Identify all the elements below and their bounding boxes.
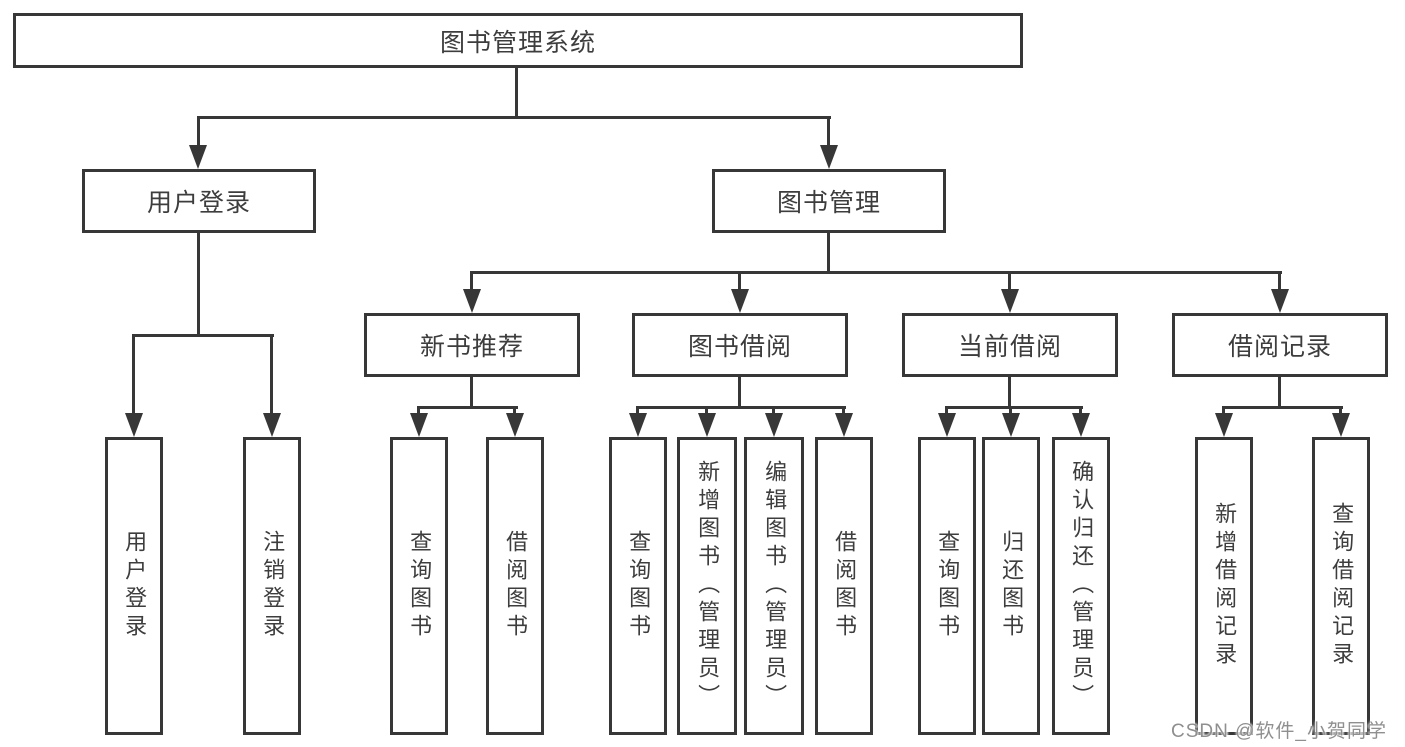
connector-line <box>417 406 518 409</box>
connector-line <box>1009 406 1012 415</box>
connector-line <box>270 334 273 416</box>
connector-line <box>827 233 830 274</box>
arrow-down-icon <box>698 413 716 437</box>
connector-line <box>945 406 1083 409</box>
arrow-down-icon <box>410 413 428 437</box>
arrow-down-icon <box>1215 413 1233 437</box>
leaf-query-books-borrowing: 查询图书 <box>609 437 667 735</box>
arrow-down-icon <box>938 413 956 437</box>
node-book-management: 图书管理 <box>712 169 946 233</box>
leaf-confirm-return-admin: 确认归还（管理员） <box>1052 437 1110 735</box>
watermark: CSDN @软件_小贺同学 <box>1171 721 1387 742</box>
arrow-down-icon <box>765 413 783 437</box>
connector-line <box>1278 271 1281 291</box>
connector-line <box>515 68 518 118</box>
leaf-label: 确认归还（管理员） <box>1069 460 1095 712</box>
connector-line <box>1278 376 1281 409</box>
arrow-down-icon <box>1271 289 1289 313</box>
connector-line <box>513 406 516 415</box>
node-borrowing-records: 借阅记录 <box>1172 313 1388 377</box>
arrow-down-icon <box>1072 413 1090 437</box>
leaf-query-borrow-record: 查询借阅记录 <box>1312 437 1370 735</box>
connector-line <box>772 406 775 415</box>
connector-line <box>197 116 200 148</box>
arrow-down-icon <box>731 289 749 313</box>
connector-line <box>470 271 473 291</box>
node-label: 图书管理 <box>776 189 881 217</box>
arrow-down-icon <box>506 413 524 437</box>
leaf-label: 查询借阅记录 <box>1329 502 1355 670</box>
leaf-label: 借阅图书 <box>832 530 858 642</box>
leaf-logout: 注销登录 <box>243 437 301 735</box>
leaf-query-books-current: 查询图书 <box>918 437 976 735</box>
connector-line <box>132 334 274 337</box>
connector-line <box>1008 271 1011 291</box>
node-label: 图书管理系统 <box>439 28 596 57</box>
leaf-add-borrow-record: 新增借阅记录 <box>1195 437 1253 735</box>
leaf-add-book-admin: 新增图书（管理员） <box>677 437 737 735</box>
connector-line <box>470 376 473 409</box>
arrow-down-icon <box>125 413 143 437</box>
connector-line <box>417 406 420 415</box>
arrow-down-icon <box>1332 413 1350 437</box>
leaf-label: 查询图书 <box>407 530 433 642</box>
leaf-label: 编辑图书（管理员） <box>762 460 788 712</box>
node-label: 当前借阅 <box>957 333 1062 361</box>
connector-line <box>738 376 741 409</box>
node-label: 新书推荐 <box>419 333 524 361</box>
node-root-library-system: 图书管理系统 <box>13 13 1023 68</box>
connector-line <box>827 116 830 148</box>
leaf-borrow-books: 借阅图书 <box>815 437 873 735</box>
leaf-user-login: 用户登录 <box>105 437 163 735</box>
leaf-label: 新增借阅记录 <box>1212 502 1238 670</box>
arrow-down-icon <box>189 145 207 169</box>
connector-line <box>738 271 741 291</box>
connector-line <box>132 334 135 416</box>
node-user-login: 用户登录 <box>82 169 316 233</box>
leaf-label: 新增图书（管理员） <box>695 460 721 712</box>
arrow-down-icon <box>1002 413 1020 437</box>
leaf-edit-book-admin: 编辑图书（管理员） <box>744 437 804 735</box>
connector-line <box>842 406 845 415</box>
node-label: 借阅记录 <box>1227 333 1332 361</box>
connector-line <box>705 406 708 415</box>
node-book-borrowing: 图书借阅 <box>632 313 848 377</box>
connector-line <box>1008 376 1011 409</box>
leaf-label: 注销登录 <box>260 530 286 642</box>
connector-line <box>945 406 948 415</box>
arrow-down-icon <box>463 289 481 313</box>
leaf-borrow-books-recommend: 借阅图书 <box>486 437 544 735</box>
leaf-label: 归还图书 <box>999 530 1025 642</box>
arrow-down-icon <box>629 413 647 437</box>
node-label: 图书借阅 <box>687 333 792 361</box>
leaf-label: 查询图书 <box>626 530 652 642</box>
arrow-down-icon <box>1001 289 1019 313</box>
arrow-down-icon <box>820 145 838 169</box>
arrow-down-icon <box>263 413 281 437</box>
connector-line <box>470 271 1282 274</box>
connector-line <box>197 116 831 119</box>
leaf-return-book: 归还图书 <box>982 437 1040 735</box>
node-label: 用户登录 <box>146 189 251 217</box>
leaf-query-books-recommend: 查询图书 <box>390 437 448 735</box>
connector-line <box>1222 406 1343 409</box>
node-current-borrowing: 当前借阅 <box>902 313 1118 377</box>
node-new-book-recommend: 新书推荐 <box>364 313 580 377</box>
connector-line <box>1222 406 1225 415</box>
connector-line <box>636 406 846 409</box>
connector-line <box>1339 406 1342 415</box>
leaf-label: 借阅图书 <box>503 530 529 642</box>
connector-line <box>1079 406 1082 415</box>
arrow-down-icon <box>835 413 853 437</box>
connector-line <box>197 233 200 336</box>
leaf-label: 查询图书 <box>935 530 961 642</box>
connector-line <box>636 406 639 415</box>
leaf-label: 用户登录 <box>122 530 148 642</box>
